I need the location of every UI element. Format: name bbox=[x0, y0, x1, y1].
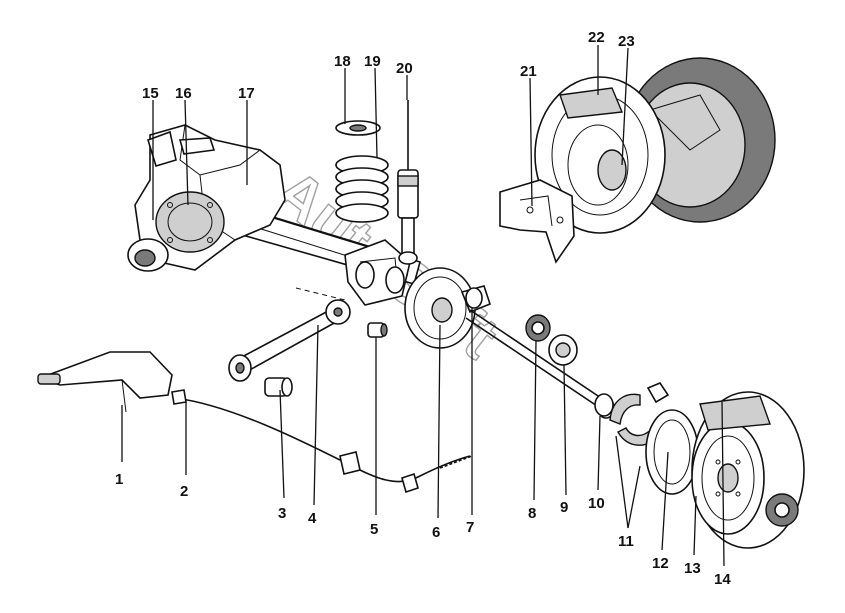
bushing-5 bbox=[367, 322, 388, 338]
seal-10 bbox=[594, 393, 614, 417]
callout-4: 4 bbox=[308, 510, 317, 527]
brake-drum-12 bbox=[645, 409, 699, 495]
spring-seat-18 bbox=[335, 120, 381, 136]
axle-end-bracket bbox=[344, 239, 411, 306]
bushing-3 bbox=[264, 377, 293, 397]
shock-absorber-20 bbox=[397, 100, 419, 265]
callout-11: 11 bbox=[618, 533, 634, 550]
callout-2: 2 bbox=[180, 483, 188, 500]
callout-8: 8 bbox=[528, 505, 536, 522]
callout-6: 6 bbox=[432, 524, 440, 541]
leader-lines bbox=[121, 45, 725, 567]
callout-3: 3 bbox=[278, 505, 286, 522]
callout-20: 20 bbox=[396, 60, 413, 77]
callout-23: 23 bbox=[618, 33, 635, 50]
callout-21: 21 bbox=[520, 63, 537, 80]
parking-brake-cable-2 bbox=[171, 389, 473, 494]
callout-13: 13 bbox=[684, 560, 701, 577]
lower-trailing-arm-4 bbox=[228, 287, 351, 382]
coil-spring-19 bbox=[335, 155, 389, 223]
callout-15: 15 bbox=[142, 85, 159, 102]
callout-18: 18 bbox=[334, 53, 351, 70]
rear-wheel-13 bbox=[691, 391, 805, 549]
callout-labels: 1 2 3 4 5 6 7 8 9 10 11 12 13 14 15 16 1… bbox=[115, 29, 731, 588]
callout-16: 16 bbox=[175, 85, 192, 102]
callout-9: 9 bbox=[560, 499, 568, 516]
callout-1: 1 bbox=[115, 471, 123, 488]
callout-17: 17 bbox=[238, 85, 255, 102]
callout-12: 12 bbox=[652, 555, 669, 572]
callout-19: 19 bbox=[364, 53, 381, 70]
bearing-9 bbox=[548, 334, 578, 366]
callout-5: 5 bbox=[370, 521, 378, 538]
callout-14: 14 bbox=[714, 571, 731, 588]
parking-brake-lever-1 bbox=[37, 351, 173, 413]
callout-10: 10 bbox=[588, 495, 605, 512]
bearing-8 bbox=[525, 314, 551, 342]
callout-7: 7 bbox=[466, 519, 474, 536]
spare-wheel-carrier-21 bbox=[499, 179, 575, 264]
brake-shoes-11 bbox=[609, 382, 670, 446]
callout-22: 22 bbox=[588, 29, 605, 46]
tire-14 bbox=[699, 395, 799, 527]
brake-shoe-7 bbox=[460, 285, 491, 314]
